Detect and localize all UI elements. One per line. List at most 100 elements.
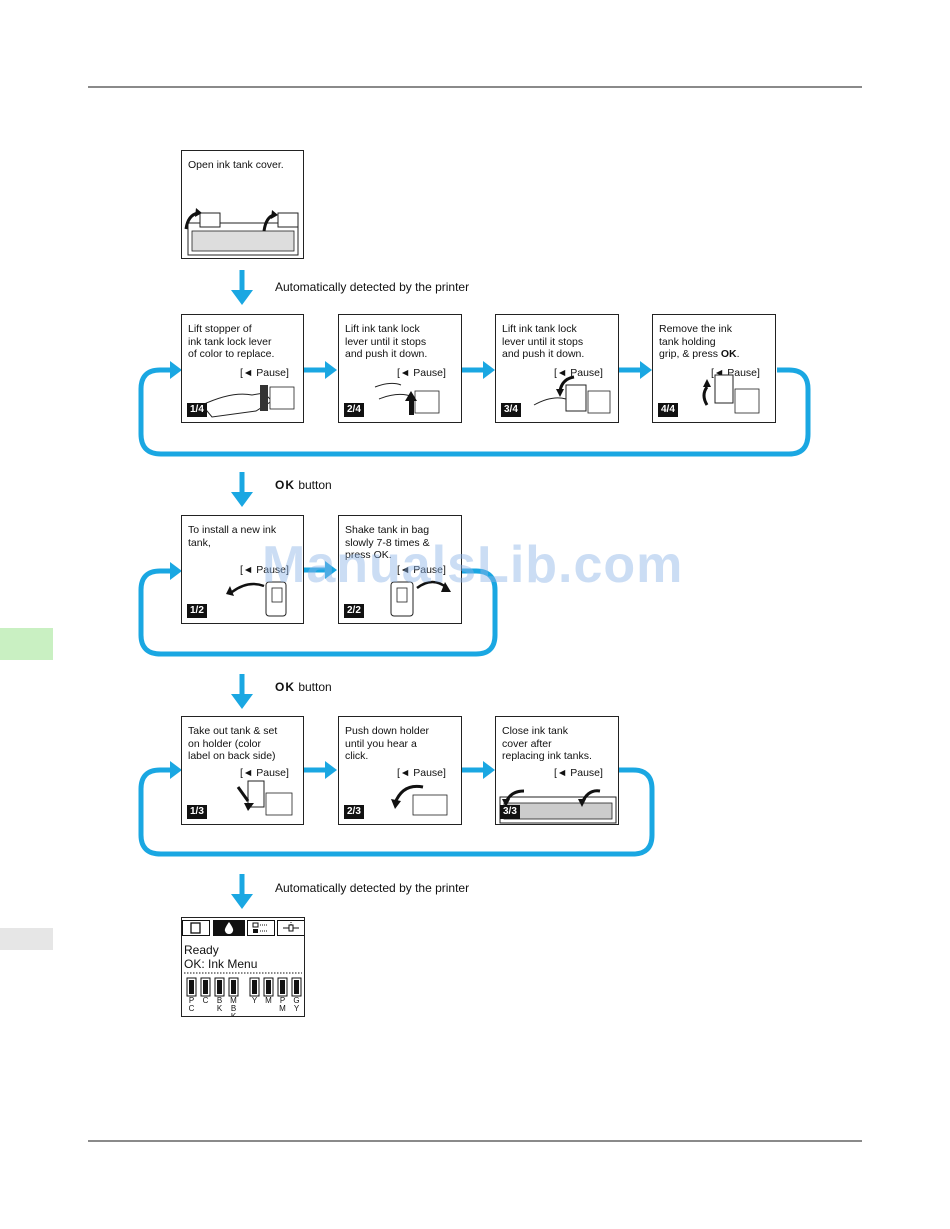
label-ok-button-2: OK button	[275, 680, 332, 694]
lcd-tab-ink	[213, 920, 245, 936]
step-badge: 1/2	[187, 604, 207, 618]
lcd-tab-settings	[277, 920, 304, 936]
label-ok-button-1: OK button	[275, 478, 332, 492]
ink-color-label: G Y	[293, 996, 300, 1013]
loop-2	[138, 568, 498, 657]
ink-color-label: M	[265, 996, 272, 1005]
arrow-v-3-head	[231, 694, 253, 709]
pause-hint: [◄ Pause]	[397, 564, 446, 576]
step-badge: 2/4	[344, 403, 364, 417]
chapter-tab	[0, 628, 53, 660]
panel-text: Lift stopper of ink tank lock lever of c…	[188, 323, 275, 360]
panel-text: Shake tank in bag slowly 7-8 times & pre…	[345, 524, 430, 561]
job-list-icon	[252, 922, 268, 933]
panel-shake-tank: Shake tank in bag slowly 7-8 times & pre…	[338, 515, 462, 624]
ok-bold: OK	[275, 478, 295, 492]
ink-tank-level	[280, 980, 285, 994]
ink-tank-level	[189, 980, 194, 994]
text-bold: OK	[720, 348, 737, 360]
hand-lift-illustration	[201, 385, 295, 418]
ink-drop-icon	[224, 922, 234, 934]
ink-level-bars	[184, 972, 302, 997]
shake-bag-illustration	[390, 580, 451, 617]
pause-hint: [◄ Pause]	[397, 767, 446, 779]
step-badge: 2/3	[344, 805, 364, 819]
arrow-v-2-head	[231, 492, 253, 507]
loop-3-head	[170, 761, 182, 779]
lcd-tab-paper	[182, 920, 210, 936]
panel-text: Remove the ink tank holding grip, & pres…	[659, 323, 771, 361]
ink-tank-level	[203, 980, 208, 994]
ink-tank-level	[252, 980, 257, 994]
panel-take-out: Take out tank & set on holder (color lab…	[181, 716, 304, 825]
panel-lift-stopper: Lift stopper of ink tank lock lever of c…	[181, 314, 304, 423]
ink-color-label: P C	[188, 996, 195, 1013]
panel-text: Push down holder until you hear a click.	[345, 725, 430, 762]
step-badge: 3/3	[500, 805, 520, 819]
panel-install-new: To install a new ink tank, [◄ Pause] 1/2	[181, 515, 304, 624]
ink-tank-level	[231, 980, 236, 994]
step-badge: 1/4	[187, 403, 207, 417]
arrow-v-4-head	[231, 894, 253, 909]
ink-tank-level	[294, 980, 299, 994]
pause-hint: [◄ Pause]	[397, 367, 446, 379]
button-word: button	[295, 680, 332, 694]
lever-lift-illustration	[374, 382, 440, 415]
label-auto-detect-1: Automatically detected by the printer	[275, 280, 470, 294]
step-badge: 1/3	[187, 805, 207, 819]
ink-color-label: P M	[279, 996, 286, 1013]
ink-color-label: Y	[251, 996, 258, 1005]
bottom-rule	[88, 1140, 862, 1142]
panel-text: Lift ink tank lock lever until it stops …	[502, 323, 585, 360]
panel-open-cover: Open ink tank cover.	[181, 150, 304, 259]
panel-text: Close ink tank cover after replacing ink…	[502, 725, 592, 762]
panel-text: To install a new ink tank,	[188, 524, 277, 549]
paper-icon	[190, 922, 201, 934]
text-post: .	[736, 348, 740, 360]
ink-color-label: M B K	[230, 996, 237, 1017]
loop-3	[138, 767, 655, 857]
lcd-status-ok-menu: OK: Ink Menu	[184, 957, 258, 971]
lcd-tab-jobs	[247, 920, 275, 936]
ink-bag-illustration	[226, 581, 287, 617]
pause-hint: [◄ Pause]	[554, 767, 603, 779]
pause-hint: [◄ Pause]	[554, 367, 603, 379]
ink-color-label: C	[202, 996, 209, 1005]
arrow-h-5-head	[325, 761, 337, 779]
panel-text: Lift ink tank lock lever until it stops …	[345, 323, 428, 360]
arrow-h-1-head	[325, 361, 337, 379]
lever-push-illustration	[533, 375, 611, 414]
arrow-h-4-head	[325, 561, 337, 579]
label-auto-detect-2: Automatically detected by the printer	[275, 881, 470, 895]
step-badge: 2/2	[344, 604, 364, 618]
panel-push-holder: Push down holder until you hear a click.…	[338, 716, 462, 825]
text-pre: Remove the ink tank holding grip, & pres…	[659, 323, 732, 360]
step-badge: 3/4	[501, 403, 521, 417]
ink-tank-level	[266, 980, 271, 994]
arrow-h-2-head	[483, 361, 495, 379]
pause-hint: [◄ Pause]	[240, 767, 289, 779]
step-badge: 4/4	[658, 403, 678, 417]
panel-text: Open ink tank cover.	[188, 159, 284, 171]
loop-1	[138, 367, 811, 457]
printer-cover-illustration	[184, 208, 299, 256]
loop-1-head	[170, 361, 182, 379]
lcd-status-ready: Ready	[184, 943, 219, 957]
panel-lift-lever-a: Lift ink tank lock lever until it stops …	[338, 314, 462, 423]
watermark: ManualsLib.com	[262, 536, 684, 594]
ink-color-label: B K	[216, 996, 223, 1013]
pause-hint: [◄ Pause]	[240, 367, 289, 379]
arrow-v-1-head	[231, 290, 253, 305]
pause-hint: [◄ Pause]	[240, 564, 289, 576]
panel-remove-tank: Remove the ink tank holding grip, & pres…	[652, 314, 776, 423]
panel-close-cover: Close ink tank cover after replacing ink…	[495, 716, 619, 825]
top-rule	[88, 86, 862, 88]
settings-icon	[283, 922, 299, 932]
loop-2-head	[170, 562, 182, 580]
ok-bold: OK	[275, 680, 295, 694]
arrow-h-3-head	[640, 361, 652, 379]
remove-grip-illustration	[702, 374, 760, 414]
lcd-tab-bar	[182, 918, 304, 939]
